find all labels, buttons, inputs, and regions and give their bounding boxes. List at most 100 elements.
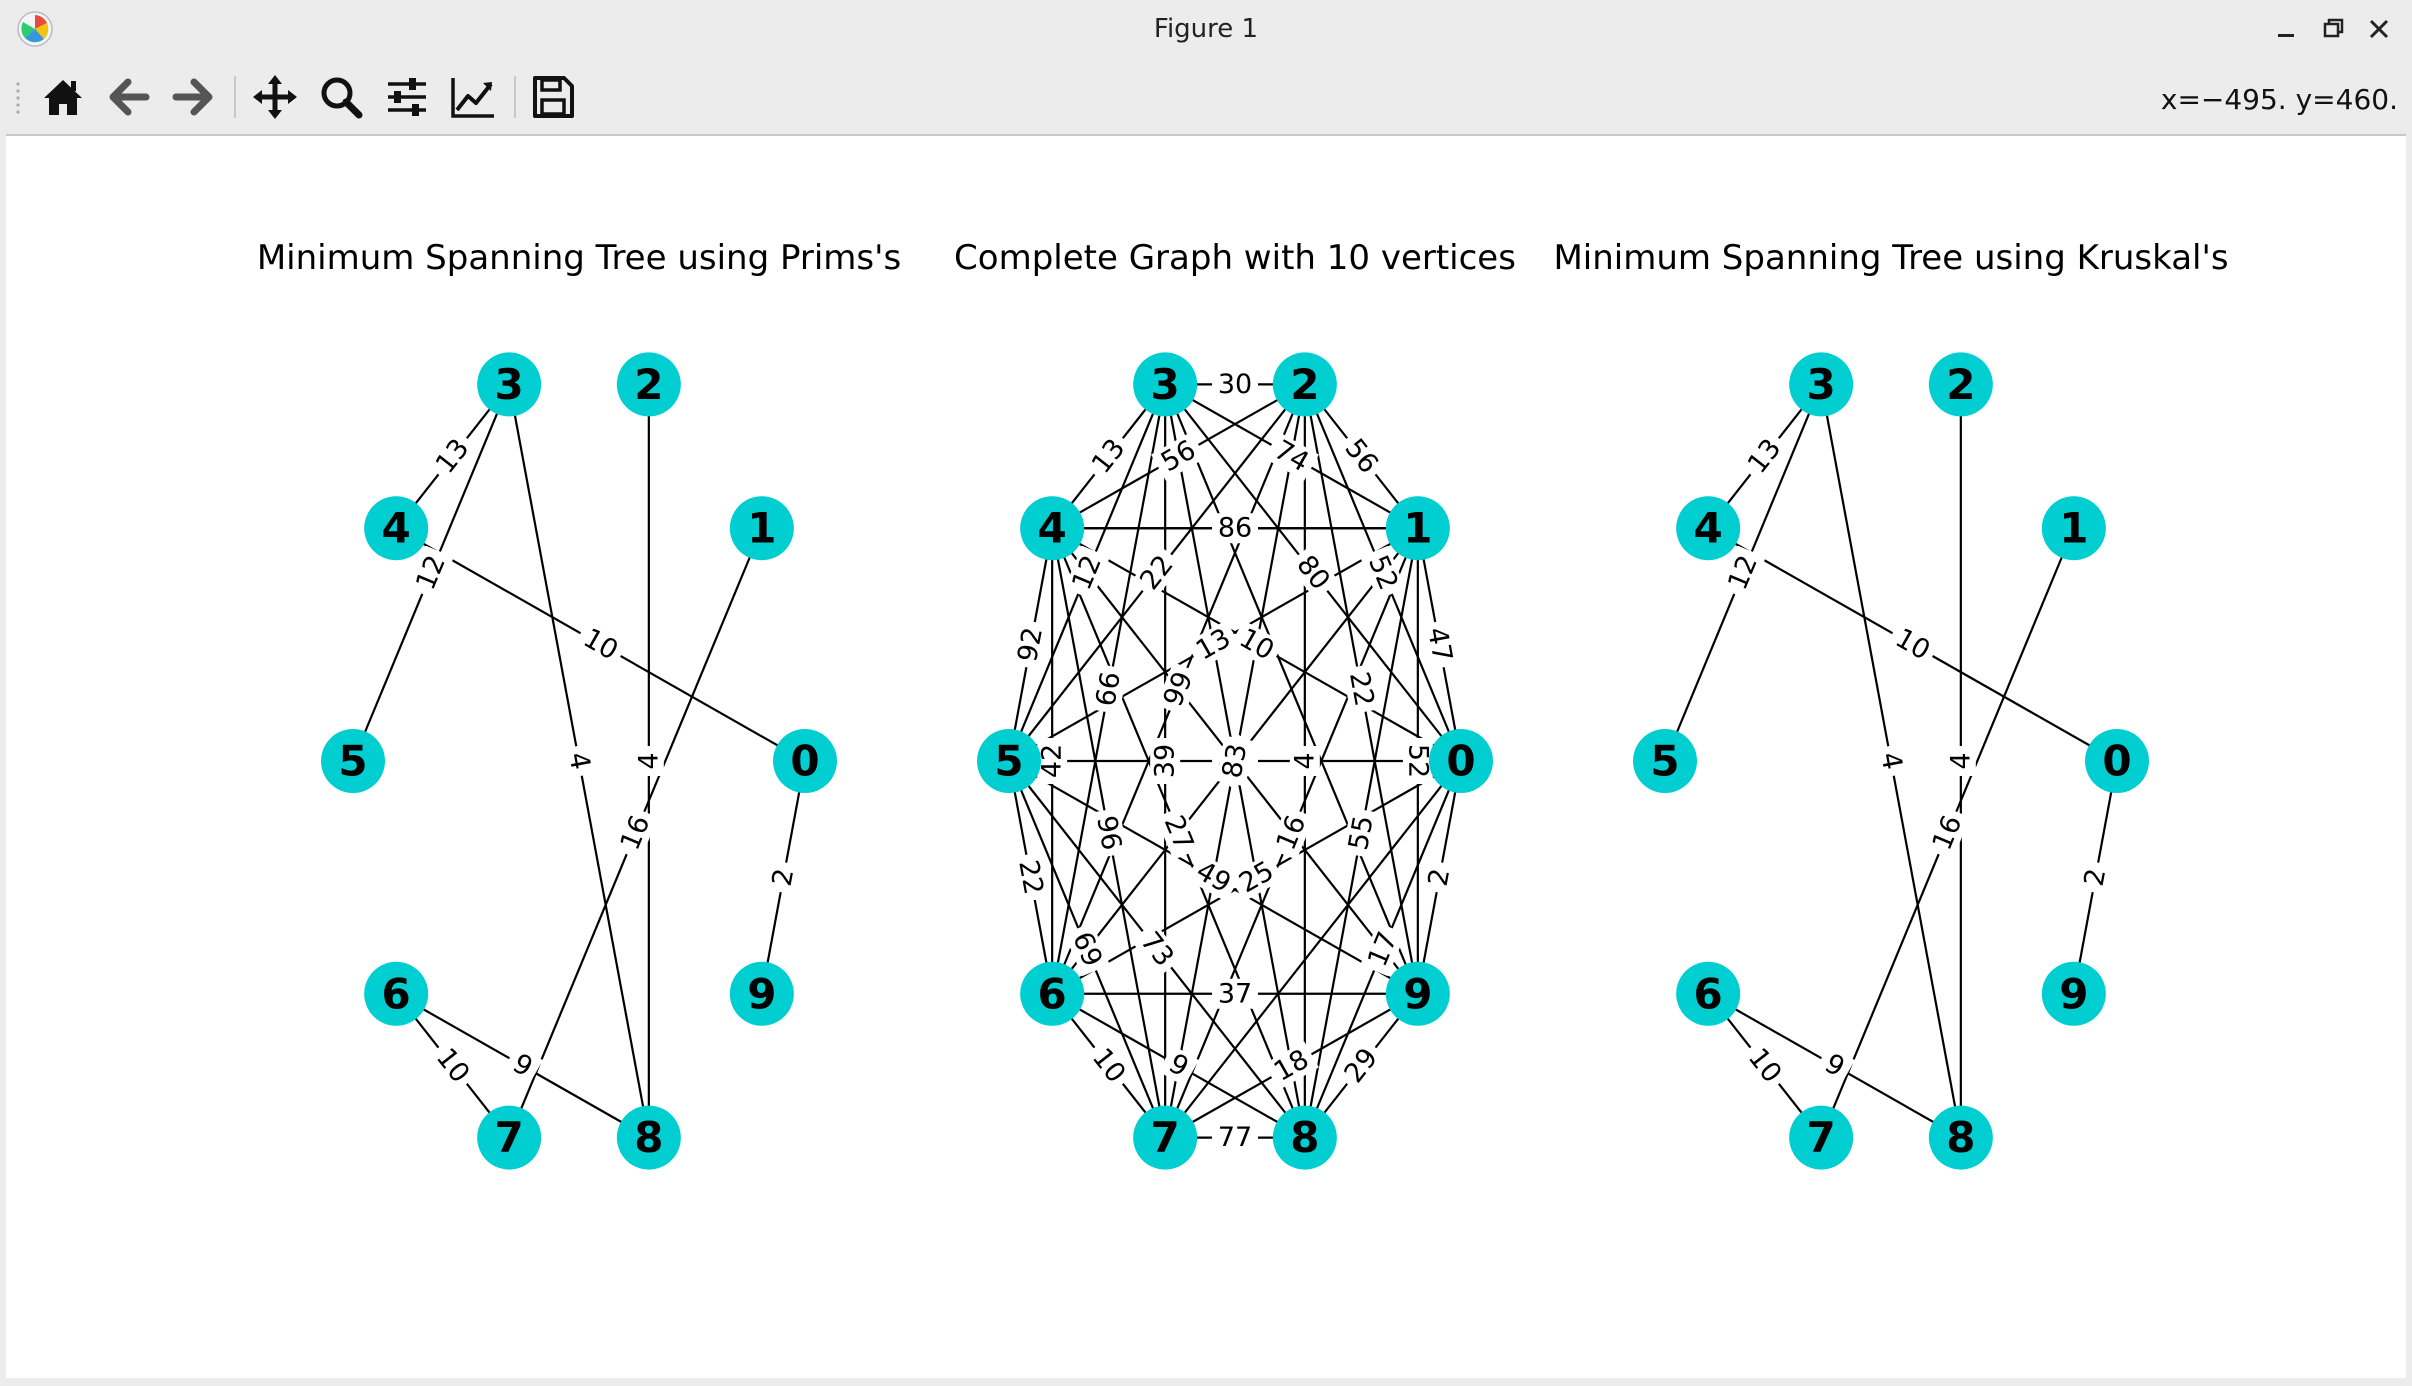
node-label: 8 bbox=[1290, 1113, 1319, 1162]
edge-0-7 bbox=[1164, 760, 1462, 1139]
node-circle bbox=[1676, 496, 1741, 561]
node-circle bbox=[729, 496, 794, 561]
edge-label-background bbox=[765, 859, 801, 895]
coordinate-readout: x=−495. y=460. bbox=[2160, 83, 2398, 116]
node-5: 5 bbox=[1633, 729, 1697, 793]
node-label: 6 bbox=[1038, 969, 1067, 1018]
node-6: 6 bbox=[1676, 961, 1741, 1026]
edge-label-background bbox=[1945, 746, 1976, 776]
edge-label-background bbox=[1268, 805, 1315, 860]
edge-label-background bbox=[1360, 545, 1406, 600]
edge-weight: 47 bbox=[1421, 625, 1458, 664]
window-frame bbox=[0, 1378, 2412, 1386]
edge-label: 10 bbox=[1738, 1038, 1791, 1094]
edge-label-background bbox=[1885, 620, 1940, 670]
toolbar: x=−495. y=460. bbox=[0, 58, 2412, 136]
node-4: 4 bbox=[1676, 496, 1741, 561]
edge-label: 4 bbox=[1289, 746, 1320, 776]
node-circle bbox=[1429, 729, 1493, 793]
edge-label-background bbox=[1089, 663, 1128, 715]
edge-weight: 4 bbox=[1289, 752, 1320, 769]
edge-label-background bbox=[1264, 1041, 1319, 1091]
restore-icon[interactable] bbox=[2316, 12, 2350, 46]
toolbar-grip-icon bbox=[16, 82, 20, 114]
node-circle bbox=[977, 729, 1041, 793]
edge-label: 4 bbox=[1873, 743, 1909, 779]
node-circle bbox=[1789, 1105, 1854, 1170]
node-label: 2 bbox=[1946, 360, 1975, 409]
edge-label: 92 bbox=[1011, 619, 1050, 670]
edge-label: 4 bbox=[633, 746, 664, 776]
node-label: 0 bbox=[790, 737, 819, 786]
edge-label-background bbox=[1873, 743, 1909, 779]
forward-button[interactable] bbox=[168, 72, 218, 122]
node-7: 7 bbox=[1789, 1105, 1854, 1170]
edge-label: 16 bbox=[612, 805, 659, 860]
back-button[interactable] bbox=[104, 72, 154, 122]
node-circle bbox=[2041, 496, 2106, 561]
edge-label: 10 bbox=[1885, 620, 1940, 670]
edge-label-background bbox=[1335, 428, 1388, 484]
edge-weight: 66 bbox=[1090, 669, 1127, 708]
edge-weight: 86 bbox=[1218, 513, 1252, 544]
edge-label: 30 bbox=[1212, 369, 1258, 400]
save-button[interactable] bbox=[528, 72, 578, 122]
pan-button[interactable] bbox=[250, 72, 300, 122]
edge-weight: 83 bbox=[1217, 741, 1254, 780]
axes-button[interactable] bbox=[448, 72, 498, 122]
home-icon bbox=[44, 80, 82, 115]
node-circle bbox=[729, 961, 794, 1026]
edge-9-3 bbox=[1164, 383, 1419, 995]
edge-label: 16 bbox=[1924, 805, 1971, 860]
node-2: 2 bbox=[1928, 352, 1993, 417]
window-titlebar: Figure 1 bbox=[0, 0, 2412, 58]
edge-label-background bbox=[1186, 852, 1241, 902]
node-circle bbox=[616, 352, 681, 417]
node-circle bbox=[1133, 352, 1198, 417]
node-8: 8 bbox=[1272, 1105, 1337, 1170]
edge-label-background bbox=[1360, 922, 1406, 977]
node-circle bbox=[773, 729, 837, 793]
edge-label: 9 bbox=[502, 1045, 543, 1087]
edge-label: 42 bbox=[1037, 738, 1068, 784]
edge-label-background bbox=[1342, 807, 1381, 859]
node-7: 7 bbox=[1133, 1105, 1198, 1170]
edge-label-background bbox=[1150, 738, 1181, 784]
edge-label: 25 bbox=[1229, 852, 1284, 902]
window-frame bbox=[0, 134, 6, 1386]
zoom-button[interactable] bbox=[316, 72, 366, 122]
edge-label: 55 bbox=[1342, 807, 1381, 859]
edge-label-background bbox=[561, 743, 597, 779]
minimize-icon[interactable] bbox=[2270, 12, 2304, 46]
node-0: 0 bbox=[773, 729, 837, 793]
node-circle bbox=[364, 961, 429, 1026]
node-label: 4 bbox=[1038, 504, 1067, 553]
edge-label-background bbox=[1335, 1038, 1388, 1094]
node-label: 1 bbox=[2059, 504, 2088, 553]
edge-label: 83 bbox=[1216, 735, 1254, 787]
edge-label-background bbox=[1212, 1122, 1258, 1153]
node-label: 0 bbox=[1446, 737, 1475, 786]
edge-label: 2 bbox=[1421, 859, 1457, 895]
edge-label-background bbox=[1155, 805, 1202, 860]
node-label: 0 bbox=[2102, 737, 2131, 786]
node-circle bbox=[1633, 729, 1697, 793]
edge-label: 52 bbox=[1402, 738, 1433, 784]
node-3: 3 bbox=[477, 352, 542, 417]
node-circle bbox=[1272, 352, 1337, 417]
subplots-button[interactable] bbox=[382, 72, 432, 122]
edge-weight: 2 bbox=[1423, 866, 1457, 889]
node-label: 9 bbox=[747, 969, 776, 1018]
home-button[interactable] bbox=[38, 72, 88, 122]
node-8: 8 bbox=[616, 1105, 681, 1170]
edge-label: 10 bbox=[573, 620, 628, 670]
arrow-left-icon bbox=[109, 78, 150, 116]
node-circle bbox=[364, 496, 429, 561]
edge-weight: 4 bbox=[1945, 752, 1976, 769]
close-icon[interactable] bbox=[2362, 12, 2396, 46]
node-circle bbox=[1385, 496, 1450, 561]
node-label: 6 bbox=[382, 969, 411, 1018]
